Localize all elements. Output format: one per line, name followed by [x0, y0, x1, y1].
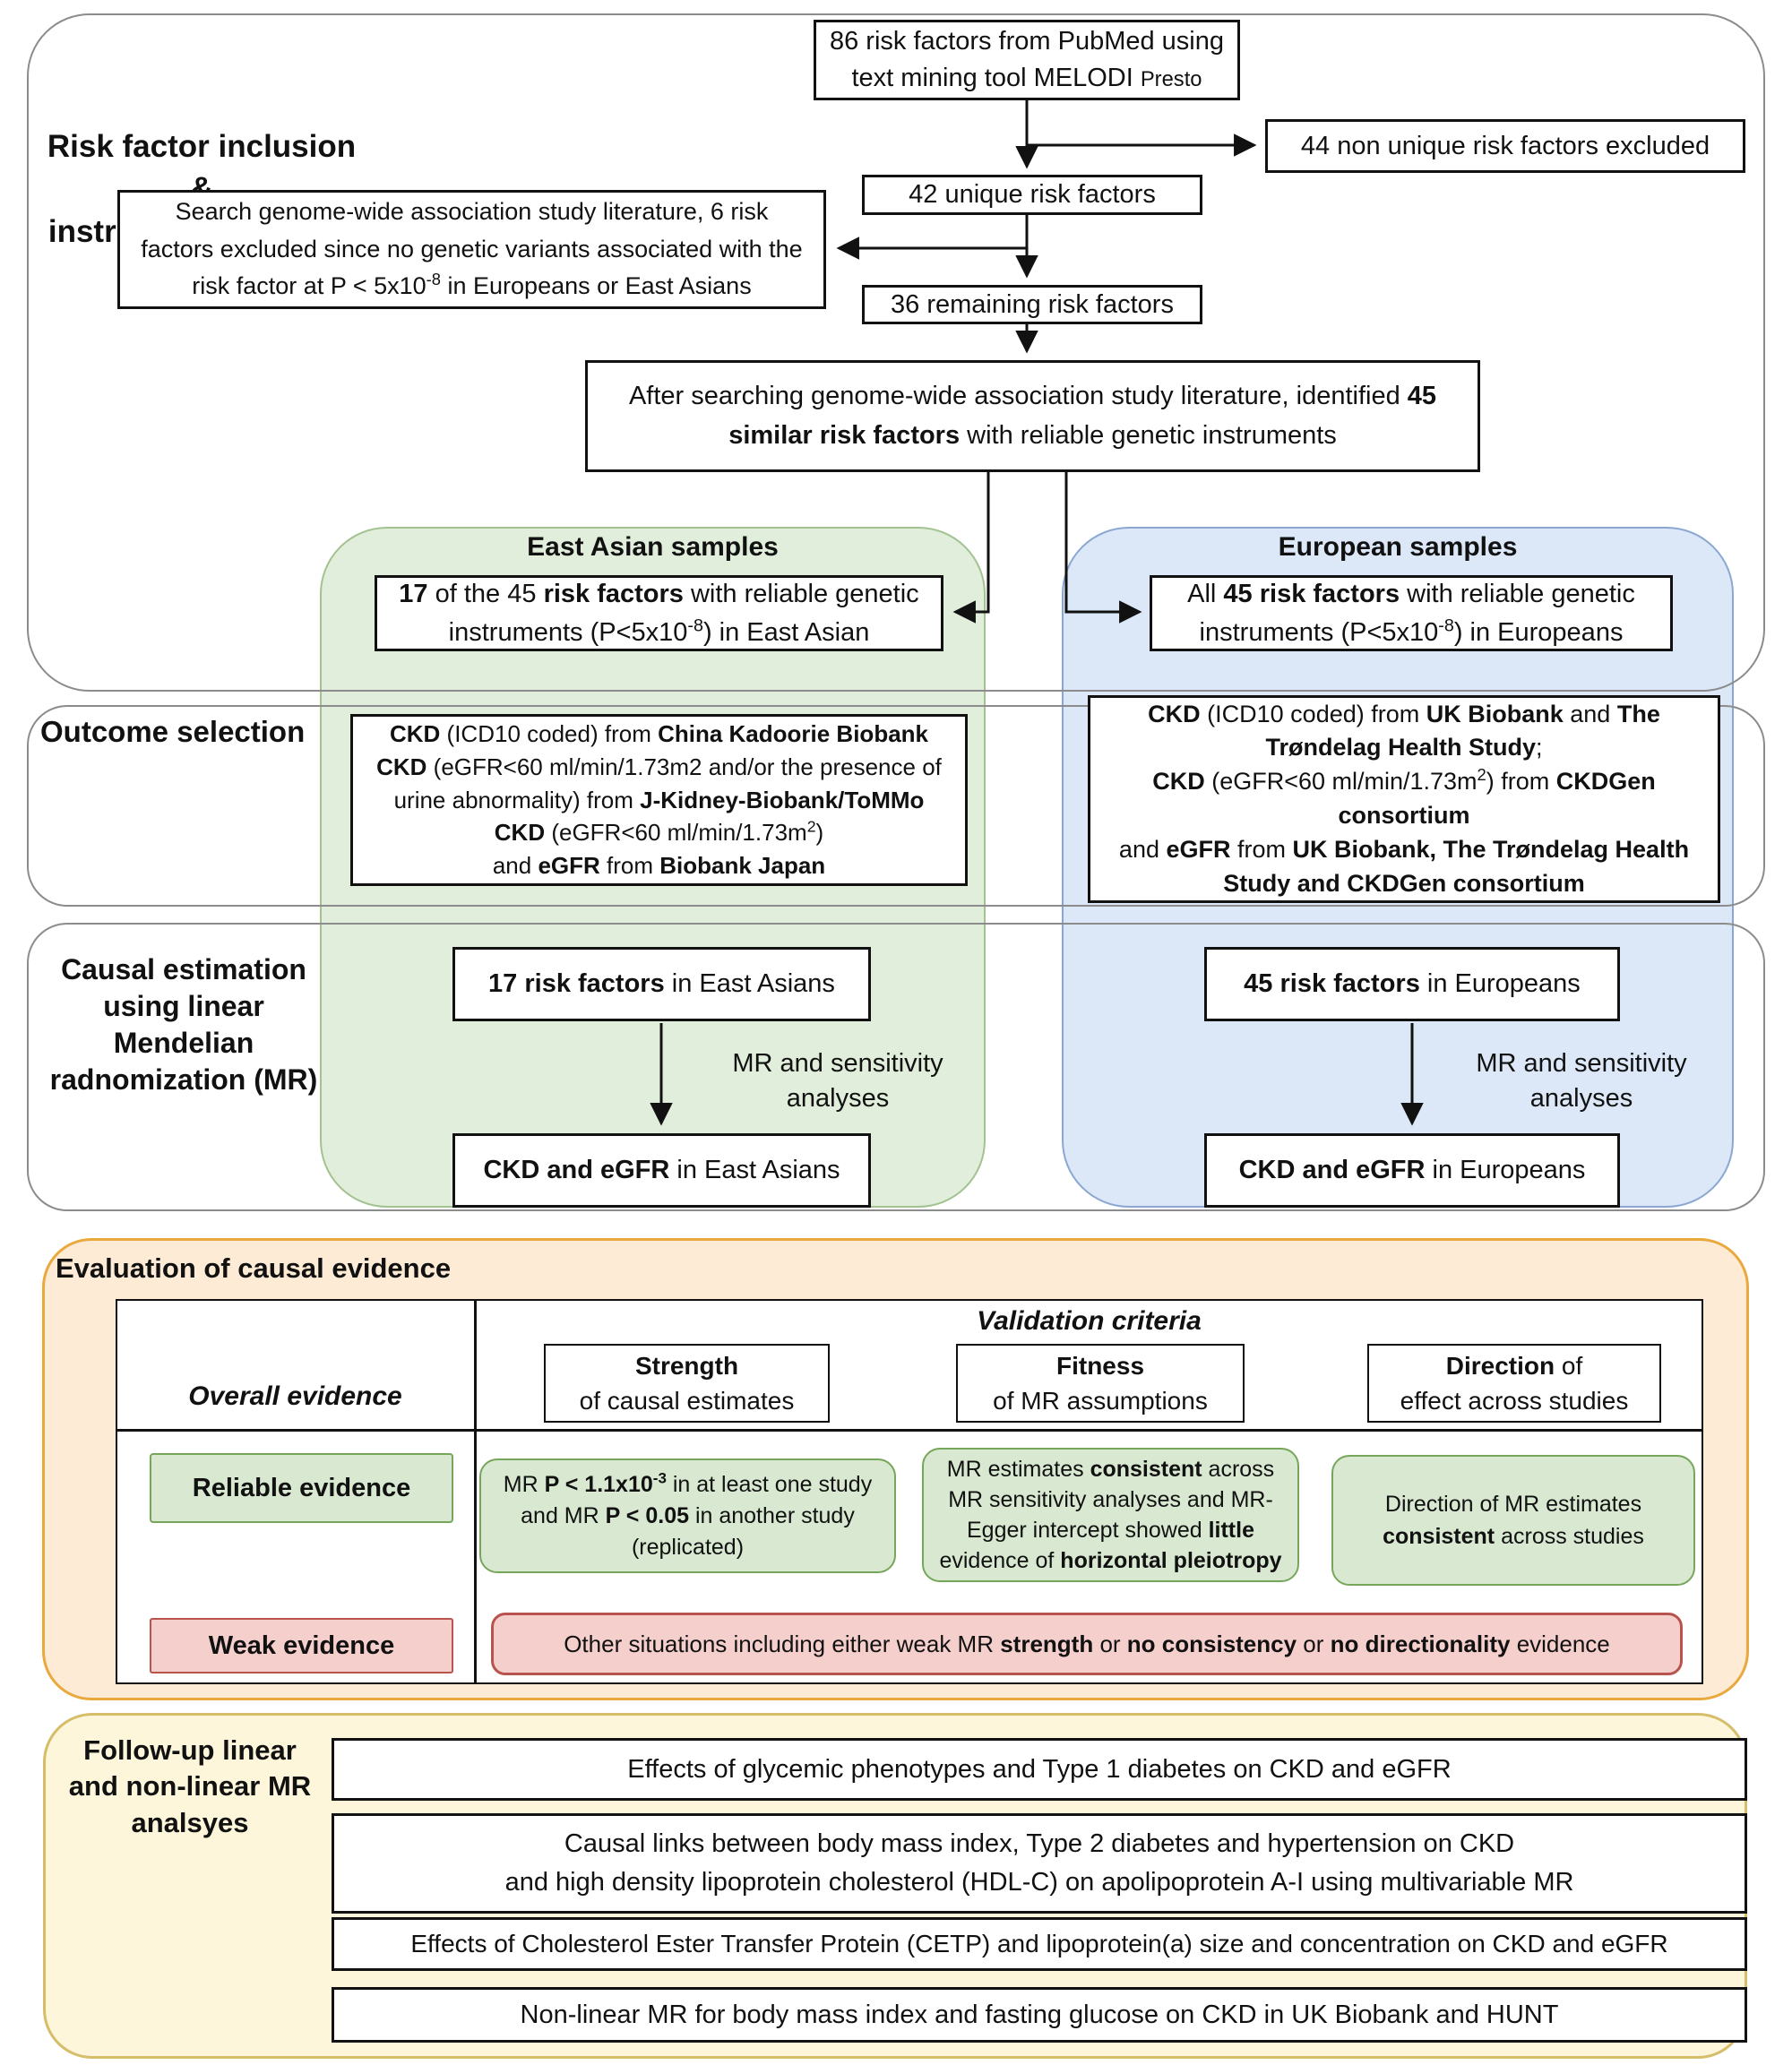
box-east-asian-instruments-text: 17 of the 45 risk factors with reliable … — [399, 580, 919, 647]
box-european-instruments-text: All 45 risk factors with reliable geneti… — [1187, 580, 1635, 647]
note-mr-sensitivity-east-asian: MR and sensitivity analyses — [732, 1049, 943, 1114]
reliable-evidence-label: Reliable evidence — [150, 1453, 453, 1523]
box-search-gwas-exclusion-text: Search genome-wide association study lit… — [141, 197, 803, 300]
followup-box-nonlinear: Non-linear MR for body mass index and fa… — [332, 1987, 1747, 2043]
east-asian-samples-header: East Asian samples — [527, 532, 779, 562]
section-risk-factor-inclusion — [27, 13, 1765, 692]
box-44-excluded-text: 44 non unique risk factors excluded — [1300, 131, 1710, 160]
weak-evidence-label-text: Weak evidence — [208, 1630, 395, 1660]
box-outcome-east-asian: CKD (ICD10 coded) from China Kadoorie Bi… — [350, 714, 968, 886]
box-42-unique: 42 unique risk factors — [862, 175, 1202, 215]
followup-box-nonlinear-text: Non-linear MR for body mass index and fa… — [520, 2000, 1559, 2029]
validation-criteria-header: Validation criteria — [977, 1306, 1202, 1336]
followup-box-glycemic-text: Effects of glycemic phenotypes and Type … — [627, 1754, 1452, 1784]
box-45-similar-risk-factors: After searching genome-wide association … — [585, 360, 1480, 472]
box-45-risk-factors-europeans-text: 45 risk factors in Europeans — [1244, 969, 1581, 998]
box-42-unique-text: 42 unique risk factors — [909, 180, 1156, 209]
followup-box-cetp-lipoprotein-text: Effects of Cholesterol Ester Transfer Pr… — [410, 1930, 1668, 1957]
box-european-instruments: All 45 risk factors with reliable geneti… — [1150, 575, 1673, 651]
followup-box-cetp-lipoprotein: Effects of Cholesterol Ester Transfer Pr… — [332, 1917, 1747, 1971]
followup-box-multivariable-text: Causal links between body mass index, Ty… — [504, 1828, 1574, 1897]
section-outcome-selection — [27, 705, 1765, 907]
followup-box-glycemic: Effects of glycemic phenotypes and Type … — [332, 1738, 1747, 1801]
section-label-outcome-selection: Outcome selection — [40, 715, 306, 748]
box-outcome-european-text: CKD (ICD10 coded) from UK Biobank and Th… — [1118, 700, 1690, 897]
reliable-evidence-label-text: Reliable evidence — [192, 1473, 411, 1502]
overall-evidence-header: Overall evidence — [188, 1381, 402, 1411]
followup-label: Follow-up linear and non-linear MR anals… — [68, 1734, 312, 1838]
box-outcome-european: CKD (ICD10 coded) from UK Biobank and Th… — [1088, 695, 1720, 903]
box-45-risk-factors-europeans: 45 risk factors in Europeans — [1204, 947, 1620, 1021]
box-36-remaining-text: 36 remaining risk factors — [891, 289, 1174, 319]
box-45-similar-risk-factors-text: After searching genome-wide association … — [628, 382, 1437, 450]
box-ckd-egfr-europeans-text: CKD and eGFR in Europeans — [1238, 1156, 1586, 1184]
european-samples-header: European samples — [1278, 532, 1518, 562]
box-ckd-egfr-east-asians-text: CKD and eGFR in East Asians — [483, 1156, 840, 1184]
box-search-gwas-exclusion: Search genome-wide association study lit… — [117, 190, 826, 309]
followup-box-multivariable: Causal links between body mass index, Ty… — [332, 1813, 1747, 1914]
evaluation-title: Evaluation of causal evidence — [56, 1252, 452, 1284]
weak-evidence-label: Weak evidence — [150, 1618, 453, 1674]
box-ckd-egfr-europeans: CKD and eGFR in Europeans — [1204, 1133, 1620, 1208]
evaluation-table-column-divider — [474, 1299, 477, 1684]
section-label-causal-estimation: Causal estimation using linear Mendelian… — [49, 953, 318, 1096]
note-mr-sensitivity-european: MR and sensitivity analyses — [1476, 1049, 1687, 1114]
box-17-risk-factors-east-asians: 17 risk factors in East Asians — [452, 947, 871, 1021]
box-ckd-egfr-east-asians: CKD and eGFR in East Asians — [452, 1133, 871, 1208]
evaluation-table-header-divider — [116, 1429, 1703, 1432]
box-east-asian-instruments: 17 of the 45 risk factors with reliable … — [375, 575, 943, 651]
weak-evidence-cell-text: Other situations including either weak M… — [564, 1630, 1610, 1657]
box-17-risk-factors-east-asians-text: 17 risk factors in East Asians — [488, 969, 835, 998]
weak-evidence-cell: Other situations including either weak M… — [491, 1613, 1683, 1675]
section-causal-estimation — [27, 923, 1765, 1211]
box-44-excluded: 44 non unique risk factors excluded — [1265, 119, 1745, 173]
box-36-remaining: 36 remaining risk factors — [862, 285, 1202, 324]
box-outcome-east-asian-text: CKD (ICD10 coded) from China Kadoorie Bi… — [376, 719, 942, 880]
